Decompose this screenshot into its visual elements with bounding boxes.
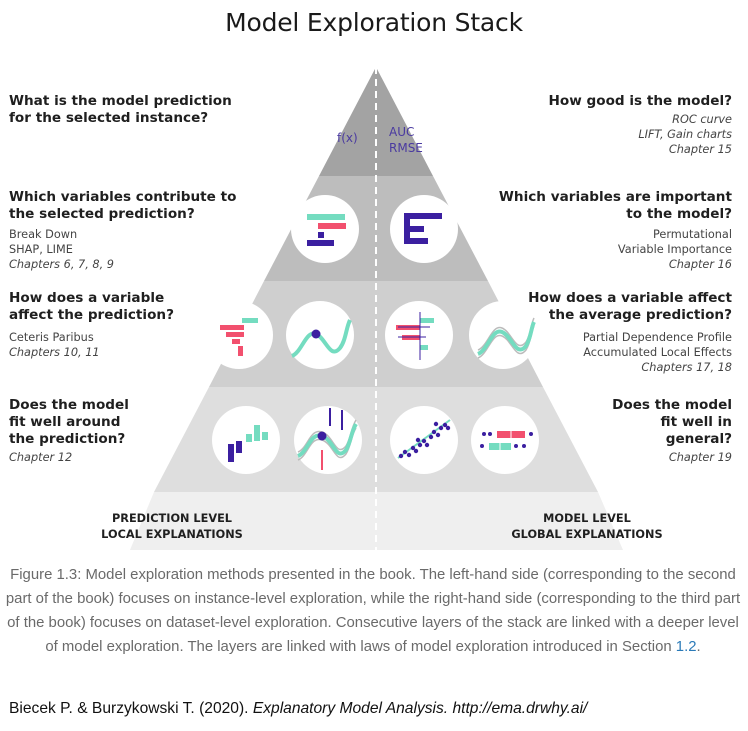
- citation-authors: Biecek P. & Burzykowski T. (2020).: [9, 700, 253, 717]
- citation-book: Explanatory Model Analysis. http://ema.d…: [252, 700, 588, 717]
- question-line: How does a variable affect: [528, 290, 732, 306]
- method-label: Break Down: [9, 228, 78, 241]
- method-label: Ceteris Paribus: [9, 331, 94, 344]
- local-break-down-icon: [205, 301, 273, 369]
- method-label: Variable Importance: [617, 243, 732, 256]
- apex-auc-label: AUC: [389, 125, 415, 139]
- page-title: Model Exploration Stack: [225, 8, 523, 37]
- section-link[interactable]: 1.2: [675, 639, 697, 655]
- boxplot-residuals-icon: [471, 406, 539, 474]
- question-line: to the model?: [626, 206, 732, 222]
- variable-importance-icon: [390, 195, 458, 263]
- apex-fx-label: f(x): [337, 131, 358, 145]
- level-line: GLOBAL EXPLANATIONS: [511, 528, 663, 541]
- right-question-3: How does a variable affect the average p…: [528, 290, 732, 324]
- partial-dependence-icon: [469, 301, 537, 369]
- left-level-1: What is the model prediction for the sel…: [9, 93, 232, 127]
- ceteris-paribus-icon: [286, 301, 354, 369]
- left-level-4: Does the model fit well around the predi…: [9, 397, 129, 465]
- question-line: Does the model: [612, 397, 732, 413]
- question-line: the prediction?: [9, 431, 126, 447]
- chapter-reference: Chapter 16: [668, 258, 732, 271]
- right-methods-4: Chapter 19: [612, 450, 732, 465]
- method-label: ROC curve: [672, 113, 732, 126]
- level-line: LOCAL EXPLANATIONS: [101, 528, 243, 541]
- question-line: What is the model prediction: [9, 93, 232, 109]
- residual-bars-icon: [212, 406, 280, 474]
- chapter-reference: Chapters 6, 7, 8, 9: [9, 258, 114, 271]
- level-line: MODEL LEVEL: [543, 512, 631, 525]
- caption-text: Figure 1.3: Model exploration methods pr…: [5, 567, 741, 655]
- question-line: Does the model: [9, 397, 129, 413]
- tier-base: [130, 492, 623, 550]
- prediction-level-label: PREDICTION LEVEL LOCAL EXPLANATIONS: [92, 511, 252, 543]
- left-question-3: How does a variable affect the predictio…: [9, 290, 174, 324]
- level-line: PREDICTION LEVEL: [111, 512, 233, 525]
- break-down-icon: [291, 195, 359, 263]
- apex-rmse-label: RMSE: [389, 141, 423, 155]
- right-methods-3: Partial Dependence Profile Accumulated L…: [528, 330, 732, 375]
- chapter-reference: Chapter 12: [9, 451, 73, 464]
- question-line: the average prediction?: [548, 307, 732, 323]
- pyramid-diagram: [130, 67, 623, 550]
- question-line: fit well in: [660, 414, 732, 430]
- right-methods-2: Permutational Variable Importance Chapte…: [499, 227, 732, 272]
- left-level-3: How does a variable affect the predictio…: [9, 290, 174, 360]
- method-label: Permutational: [652, 228, 732, 241]
- question-line: Which variables contribute to: [9, 189, 237, 205]
- chapter-reference: Chapters 10, 11: [9, 346, 100, 359]
- left-methods-3: Ceteris Paribus Chapters 10, 11: [9, 330, 174, 360]
- left-question-4: Does the model fit well around the predi…: [9, 397, 129, 448]
- local-fit-icon: [294, 406, 362, 474]
- method-label: Partial Dependence Profile: [582, 331, 732, 344]
- question-line: for the selected instance?: [9, 110, 209, 126]
- right-question-2: Which variables are important to the mod…: [499, 189, 732, 223]
- apex-metrics-label: AUC RMSE: [389, 124, 423, 156]
- method-label: Accumulated Local Effects: [583, 346, 732, 359]
- model-level-label: MODEL LEVEL GLOBAL EXPLANATIONS: [507, 511, 667, 543]
- left-question-1: What is the model prediction for the sel…: [9, 93, 232, 127]
- figure-caption: Figure 1.3: Model exploration methods pr…: [4, 563, 742, 659]
- right-methods-1: ROC curve LIFT, Gain charts Chapter 15: [549, 112, 732, 157]
- question-line: Which variables are important: [498, 189, 732, 205]
- question-line: How does a variable: [9, 290, 165, 306]
- multi-profile-icon: [385, 301, 453, 369]
- chapter-reference: Chapters 17, 18: [641, 361, 732, 374]
- right-level-2: Which variables are important to the mod…: [499, 189, 732, 272]
- method-label: LIFT, Gain charts: [638, 128, 732, 141]
- citation: Biecek P. & Burzykowski T. (2020). Expla…: [9, 700, 748, 718]
- question-line: fit well around: [9, 414, 121, 430]
- scatter-fit-icon: [390, 406, 458, 474]
- right-question-4: Does the model fit well in general?: [612, 397, 732, 448]
- chapter-reference: Chapter 19: [668, 451, 732, 464]
- right-level-1: How good is the model? ROC curve LIFT, G…: [549, 93, 733, 157]
- right-question-1: How good is the model?: [549, 93, 733, 110]
- chapter-reference: Chapter 15: [668, 143, 732, 156]
- question-line: affect the prediction?: [9, 307, 174, 323]
- left-methods-2: Break Down SHAP, LIME Chapters 6, 7, 8, …: [9, 227, 236, 272]
- left-question-2: Which variables contribute to the select…: [9, 189, 236, 223]
- left-level-2: Which variables contribute to the select…: [9, 189, 236, 272]
- caption-end: .: [696, 639, 701, 655]
- right-level-3: How does a variable affect the average p…: [528, 290, 732, 375]
- question-line: the selected prediction?: [9, 206, 195, 222]
- question-line: How good is the model?: [548, 93, 733, 109]
- question-line: general?: [665, 431, 732, 447]
- right-level-4: Does the model fit well in general? Chap…: [612, 397, 732, 465]
- method-label: SHAP, LIME: [9, 243, 73, 256]
- left-methods-4: Chapter 12: [9, 450, 129, 465]
